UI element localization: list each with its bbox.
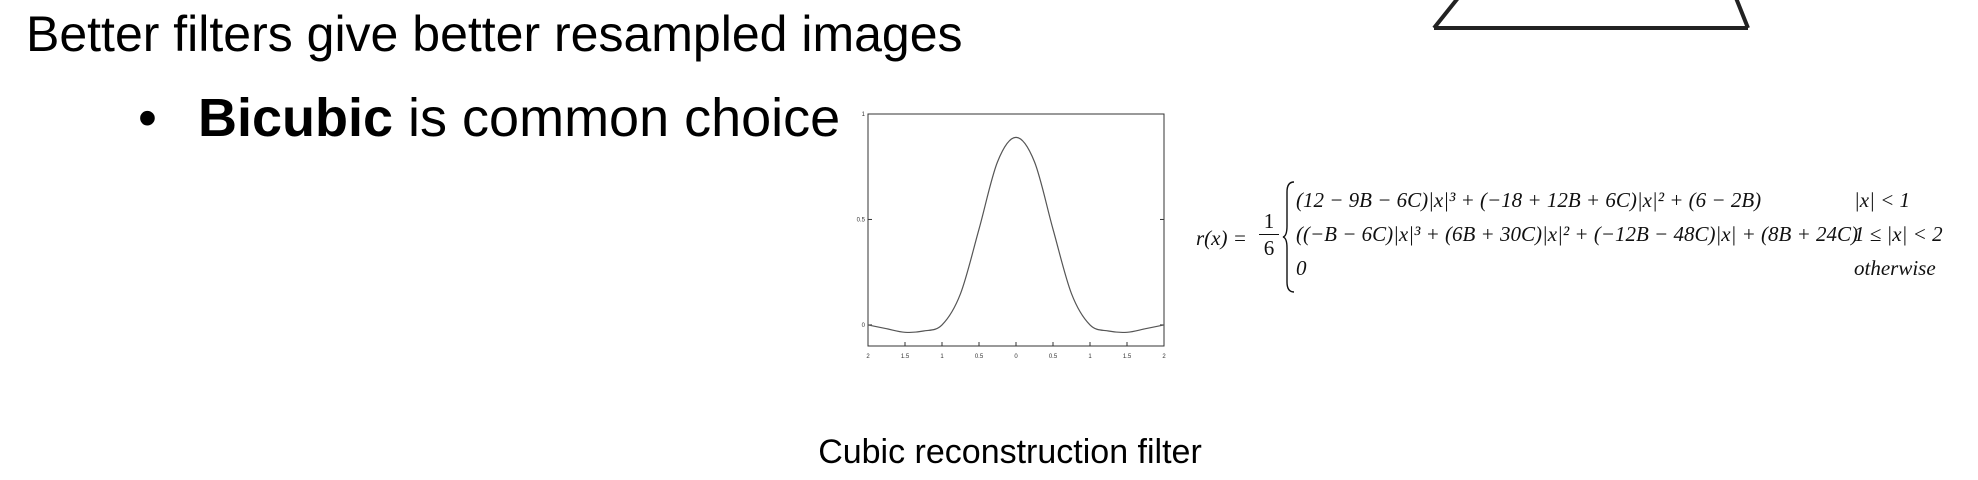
cubic-filter-plot: 2 1.5 1 0.5 0 0.5 1 1.5 2 0 0.5 1 <box>857 112 1167 360</box>
y-tick-label: 0 <box>862 323 866 329</box>
formula-condition-1: |x| < 1 <box>1854 188 1911 212</box>
formula-condition-3: otherwise <box>1854 256 1936 280</box>
bullet-strong-text: Bicubic <box>198 88 394 148</box>
formula-case-2: ((−B − 6C)|x|³ + (6B + 30C)|x|² + (−12B … <box>1296 222 1859 246</box>
x-tick-label: 1.5 <box>1123 354 1132 360</box>
slide-title: Better filters give better resampled ima… <box>26 6 963 62</box>
bullet-marker: • <box>138 88 157 148</box>
triangle-shape-icon <box>1432 0 1750 30</box>
formula-case-1: (12 − 9B − 6C)|x|³ + (−18 + 12B + 6C)|x|… <box>1296 188 1762 212</box>
fraction-denominator: 6 <box>1263 236 1275 260</box>
y-tick-label: 0.5 <box>857 217 866 223</box>
bullet-text: is common choice <box>393 88 841 148</box>
formula-fraction: 1 6 <box>1259 208 1279 261</box>
formula-lhs: r(x) = <box>1196 226 1247 250</box>
x-tick-label: 0 <box>1014 354 1018 360</box>
figure-caption: Cubic reconstruction filter <box>818 433 1202 471</box>
formula-case-3: 0 <box>1296 256 1307 280</box>
bullet-item: • Bicubic is common choice <box>138 86 840 150</box>
x-tick-label: 1 <box>1088 354 1092 360</box>
x-tick-label: 0.5 <box>1049 354 1058 360</box>
left-brace-icon <box>1282 181 1295 293</box>
fraction-numerator: 1 <box>1259 208 1279 235</box>
x-tick-label: 2 <box>866 354 870 360</box>
formula-condition-2: 1 ≤ |x| < 2 <box>1854 222 1943 246</box>
plot-frame <box>867 113 1165 347</box>
x-tick-label: 0.5 <box>975 354 984 360</box>
series-line <box>867 136 1165 334</box>
x-tick-label: 2 <box>1162 354 1166 360</box>
x-tick-label: 1.5 <box>901 354 910 360</box>
y-tick-label: 1 <box>862 112 866 118</box>
x-tick-label: 1 <box>940 354 944 360</box>
